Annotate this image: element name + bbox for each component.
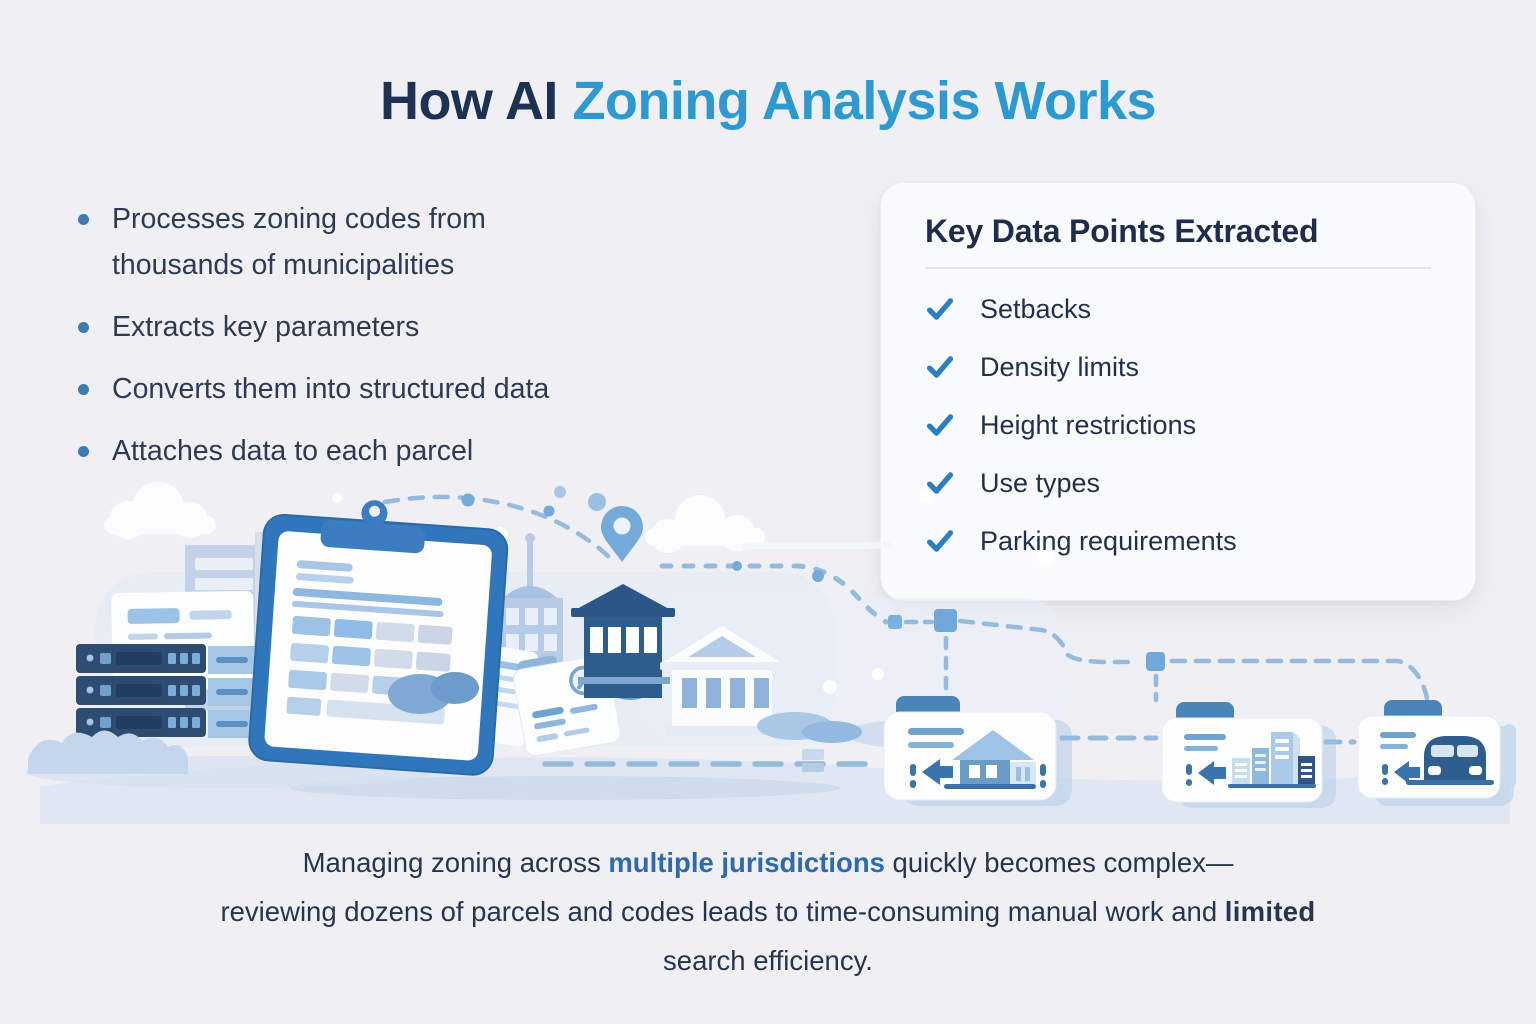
connector-node — [812, 570, 824, 582]
key-data-points-card: Key Data Points Extracted Setbacks Densi… — [880, 182, 1476, 601]
list-item: Attaches data to each parcel — [78, 428, 698, 474]
parcel-card-chart — [1161, 702, 1336, 808]
list-item: Density limits — [925, 338, 1431, 396]
map-pin-icon — [601, 506, 643, 562]
bush — [28, 730, 188, 774]
parcel-card-car — [1357, 700, 1516, 806]
process-bullet-list: Processes zoning codes from thousands of… — [78, 196, 698, 490]
connector-node — [888, 615, 902, 629]
connector-node — [934, 609, 957, 632]
house-icon — [944, 730, 1036, 789]
key-item-label: Setbacks — [980, 293, 1092, 324]
bullet-text: Processes zoning codes from thousands of… — [112, 203, 486, 281]
footer-text: reviewing dozens of parcels and codes le… — [220, 896, 1225, 927]
cloud-icon — [645, 495, 892, 553]
arrow-left-icon — [1382, 761, 1420, 785]
connector-node — [732, 561, 742, 571]
bar-chart-icon — [1228, 732, 1316, 788]
bullet-text: Converts them into structured data — [112, 373, 550, 405]
parcel-card-house — [883, 696, 1072, 806]
civic-building-icon — [571, 584, 675, 700]
clipboard-content — [286, 560, 453, 725]
dashed-connector — [542, 749, 877, 772]
list-item: Processes zoning codes from thousands of… — [78, 196, 698, 288]
arrow-left-icon — [910, 759, 953, 788]
divider — [925, 267, 1431, 269]
page-title: How AI Zoning Analysis Works — [0, 70, 1536, 132]
card-heading: Key Data Points Extracted — [925, 213, 1319, 249]
zoning-illustration — [25, 482, 1516, 824]
list-item: Converts them into structured data — [78, 366, 698, 412]
list-item: Parking requirements — [925, 512, 1431, 570]
bullet-text: Attaches data to each parcel — [112, 435, 474, 467]
bullet-text: Extracts key parameters — [112, 311, 420, 343]
connector-node — [802, 763, 824, 772]
bank-building-icon — [388, 626, 862, 743]
list-item: Setbacks — [925, 280, 1431, 338]
cloud-icon — [104, 482, 216, 539]
bullet-dot-icon — [78, 384, 89, 395]
key-item-label: Use types — [980, 467, 1101, 498]
list-item: Height restrictions — [925, 396, 1431, 454]
bullet-dot-icon — [78, 214, 89, 225]
list-item: Extracts key parameters — [78, 304, 698, 350]
arrow-left-icon — [1186, 761, 1226, 786]
footer-highlight: multiple jurisdictions — [608, 847, 885, 878]
key-item-label: Height restrictions — [980, 409, 1197, 440]
check-icon — [925, 294, 955, 324]
key-item-label: Density limits — [980, 351, 1140, 382]
connector-node — [461, 493, 475, 507]
bullet-dot-icon — [78, 322, 89, 333]
dashed-connector — [382, 493, 611, 559]
clipboard-icon — [248, 500, 509, 776]
title-prefix: How AI — [379, 71, 558, 131]
footer-paragraph: Managing zoning across multiple jurisdic… — [0, 838, 1536, 985]
footer-line: reviewing dozens of parcels and codes le… — [0, 887, 1536, 936]
bullet-dot-icon — [78, 446, 89, 457]
car-icon — [1406, 736, 1494, 785]
key-item-label: Parking requirements — [980, 525, 1237, 556]
dashed-connector — [659, 561, 1430, 703]
footer-text: quickly becomes complex— — [884, 847, 1234, 878]
connector-node — [1146, 652, 1165, 671]
check-icon — [925, 468, 955, 498]
check-icon — [925, 526, 955, 556]
connector-node — [802, 749, 824, 760]
title-highlight: Zoning Analysis Works — [557, 71, 1157, 131]
list-item: Use types — [925, 454, 1431, 512]
check-icon — [925, 410, 955, 440]
footer-emphasis: limited — [1224, 896, 1316, 927]
footer-text: search efficiency. — [663, 945, 873, 976]
footer-line: Managing zoning across multiple jurisdic… — [0, 838, 1536, 887]
check-icon — [925, 352, 955, 382]
footer-line: search efficiency. — [0, 936, 1536, 985]
footer-text: Managing zoning across — [302, 847, 609, 878]
connector-node — [543, 505, 555, 517]
